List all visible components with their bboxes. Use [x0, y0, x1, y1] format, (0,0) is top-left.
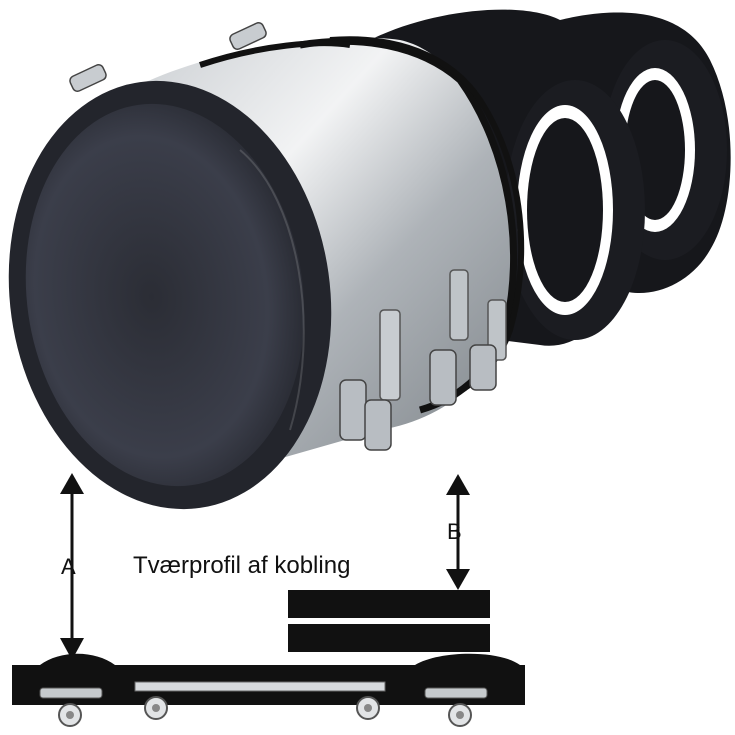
cross-section-caption: Tværprofil af kobling	[133, 552, 350, 579]
cross-section-profile	[12, 653, 525, 705]
dimension-b-label: B	[447, 519, 462, 544]
dimension-b-arrow	[446, 474, 470, 590]
profile-bar-top	[288, 590, 490, 618]
hose-clamps	[69, 22, 507, 451]
dimension-a-label: A	[61, 554, 76, 579]
dimension-a-arrow	[60, 473, 84, 660]
clamp-bolts	[58, 696, 472, 727]
front-rubber-ring	[8, 80, 332, 510]
profile-bar-bottom	[288, 624, 490, 652]
